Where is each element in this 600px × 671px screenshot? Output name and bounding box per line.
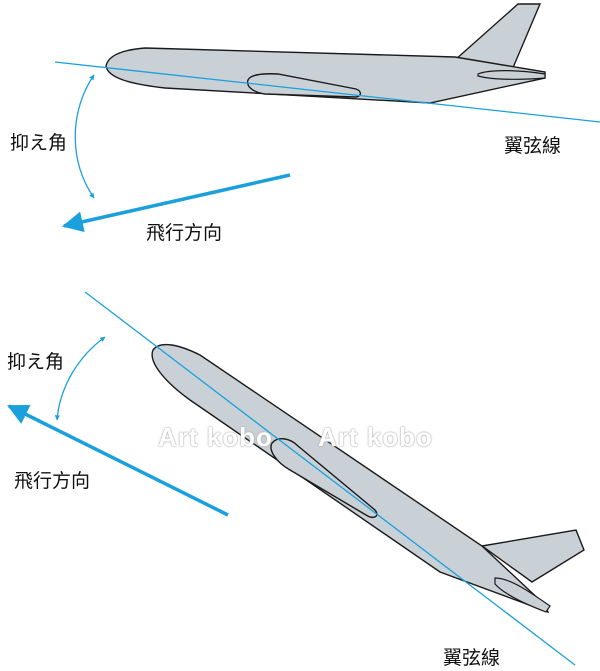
bottom-tail-fin: [480, 529, 585, 583]
bottom-angle-arc: [54, 336, 106, 421]
bottom-wing: [270, 438, 378, 518]
bottom-fuselage: [151, 343, 550, 614]
bottom-angle-label: 抑え角: [7, 351, 65, 373]
bottom-airplane: [151, 343, 585, 614]
top-stabilizer: [477, 70, 546, 80]
watermark-text-2: Art kobo: [318, 422, 433, 452]
top-chord-label: 翼弦線: [504, 135, 562, 157]
top-angle-label: 抑え角: [10, 132, 68, 154]
bottom-chord-label: 翼弦線: [443, 647, 501, 669]
watermark-text-1: Art kobo: [158, 422, 273, 452]
bottom-stabilizer: [494, 577, 551, 613]
top-wing: [246, 73, 362, 98]
top-direction-label: 飛行方向: [146, 222, 223, 244]
top-direction-arrow: [61, 173, 291, 233]
bottom-chord-line: [84, 291, 576, 666]
top-chord-line: [54, 61, 600, 123]
top-airplane: [105, 3, 546, 104]
bottom-direction-label: 飛行方向: [14, 470, 91, 492]
bottom-direction-arrow: [7, 404, 229, 517]
top-angle-arc: [74, 74, 95, 199]
